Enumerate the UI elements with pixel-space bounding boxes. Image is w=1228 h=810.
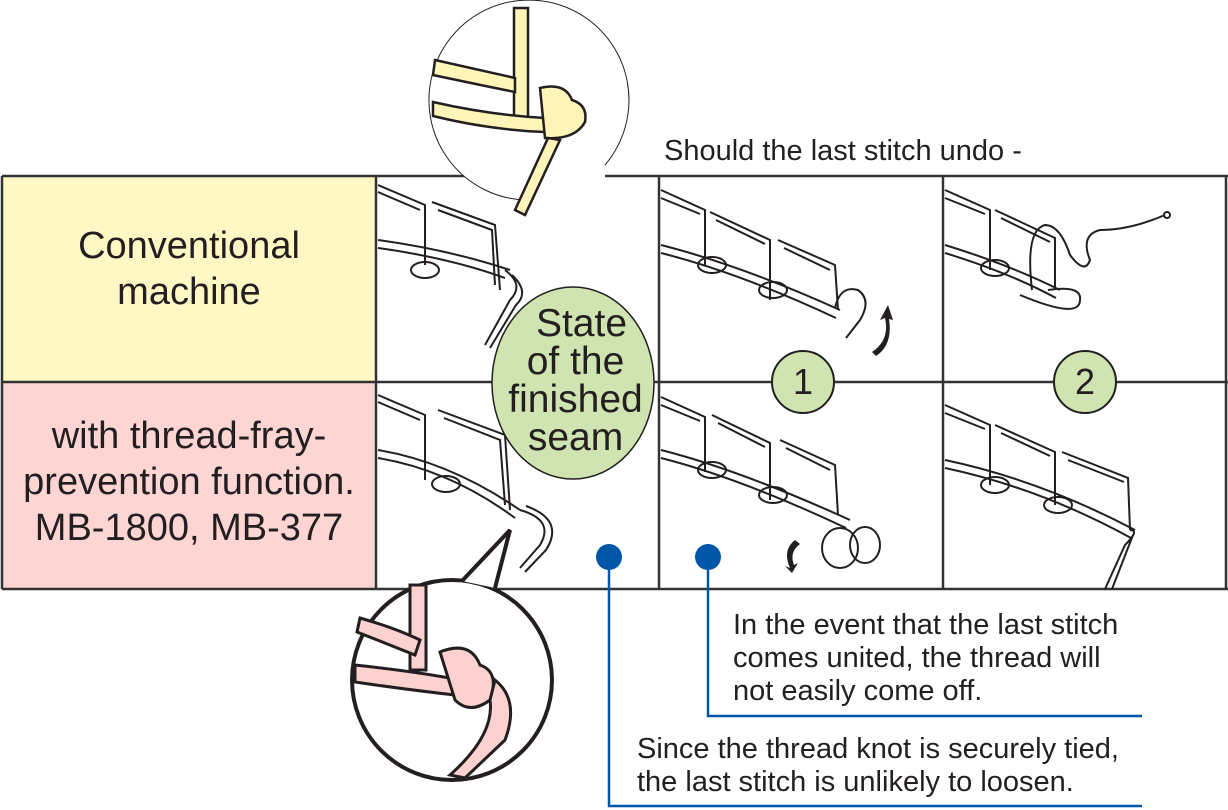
step-1-circle xyxy=(771,350,835,414)
magnifier-fray-prevention xyxy=(350,528,554,782)
callout-knot: Since the thread knot is securely tied, … xyxy=(637,733,1119,799)
badge-line: of the xyxy=(526,340,625,383)
step-1-number: 1 xyxy=(792,361,814,402)
callout-united: In the event that the last stitch comes … xyxy=(733,609,1118,708)
label-line: machine xyxy=(117,271,261,313)
leader-lines xyxy=(607,558,1142,808)
stitch-step2-bottom xyxy=(944,404,1136,590)
curved-arrow-up-icon xyxy=(872,305,893,356)
label-line: MB-1800, MB-377 xyxy=(34,507,344,549)
curved-arrow-down-icon xyxy=(785,540,800,573)
row-label-fray-prevention xyxy=(2,383,376,589)
finished-seam-badge xyxy=(491,286,655,480)
callout-line: Since the thread knot is securely tied, xyxy=(637,733,1119,765)
row-label-conventional-text: Conventional machine xyxy=(2,176,376,382)
badge-line: State xyxy=(535,302,628,345)
stitch-conventional xyxy=(377,184,523,349)
label-line: with thread-fray- xyxy=(51,415,327,457)
callout-line: comes united, the thread will xyxy=(733,642,1101,674)
header-title: Should the last stitch undo - xyxy=(664,135,1022,167)
step-2-number: 2 xyxy=(1074,361,1096,402)
callout-line: In the event that the last stitch xyxy=(733,609,1119,641)
stitch-step2-top xyxy=(944,189,1171,310)
label-line: prevention function. xyxy=(23,461,355,503)
leader-dot-united xyxy=(695,544,721,570)
step-2-circle xyxy=(1053,350,1117,414)
leader-dot-knot xyxy=(596,544,622,570)
badge-line: finished xyxy=(508,378,643,421)
callout-line: not easily come off. xyxy=(733,675,983,707)
stitch-step1-top xyxy=(660,189,867,339)
finished-seam-label: State of the finished seam xyxy=(493,302,658,459)
stitch-step1-bottom xyxy=(660,396,881,569)
magnifier-conventional xyxy=(428,0,630,217)
badge-line: seam xyxy=(527,416,624,459)
grid-lines xyxy=(0,174,1228,591)
label-line: Conventional xyxy=(78,225,300,267)
row-label-fray-prevention-text: with thread-fray- prevention function. M… xyxy=(2,383,376,589)
row-label-conventional xyxy=(2,176,376,382)
stitch-fray-prevention xyxy=(377,394,554,573)
callout-line: the last stitch is unlikely to loosen. xyxy=(637,766,1074,798)
